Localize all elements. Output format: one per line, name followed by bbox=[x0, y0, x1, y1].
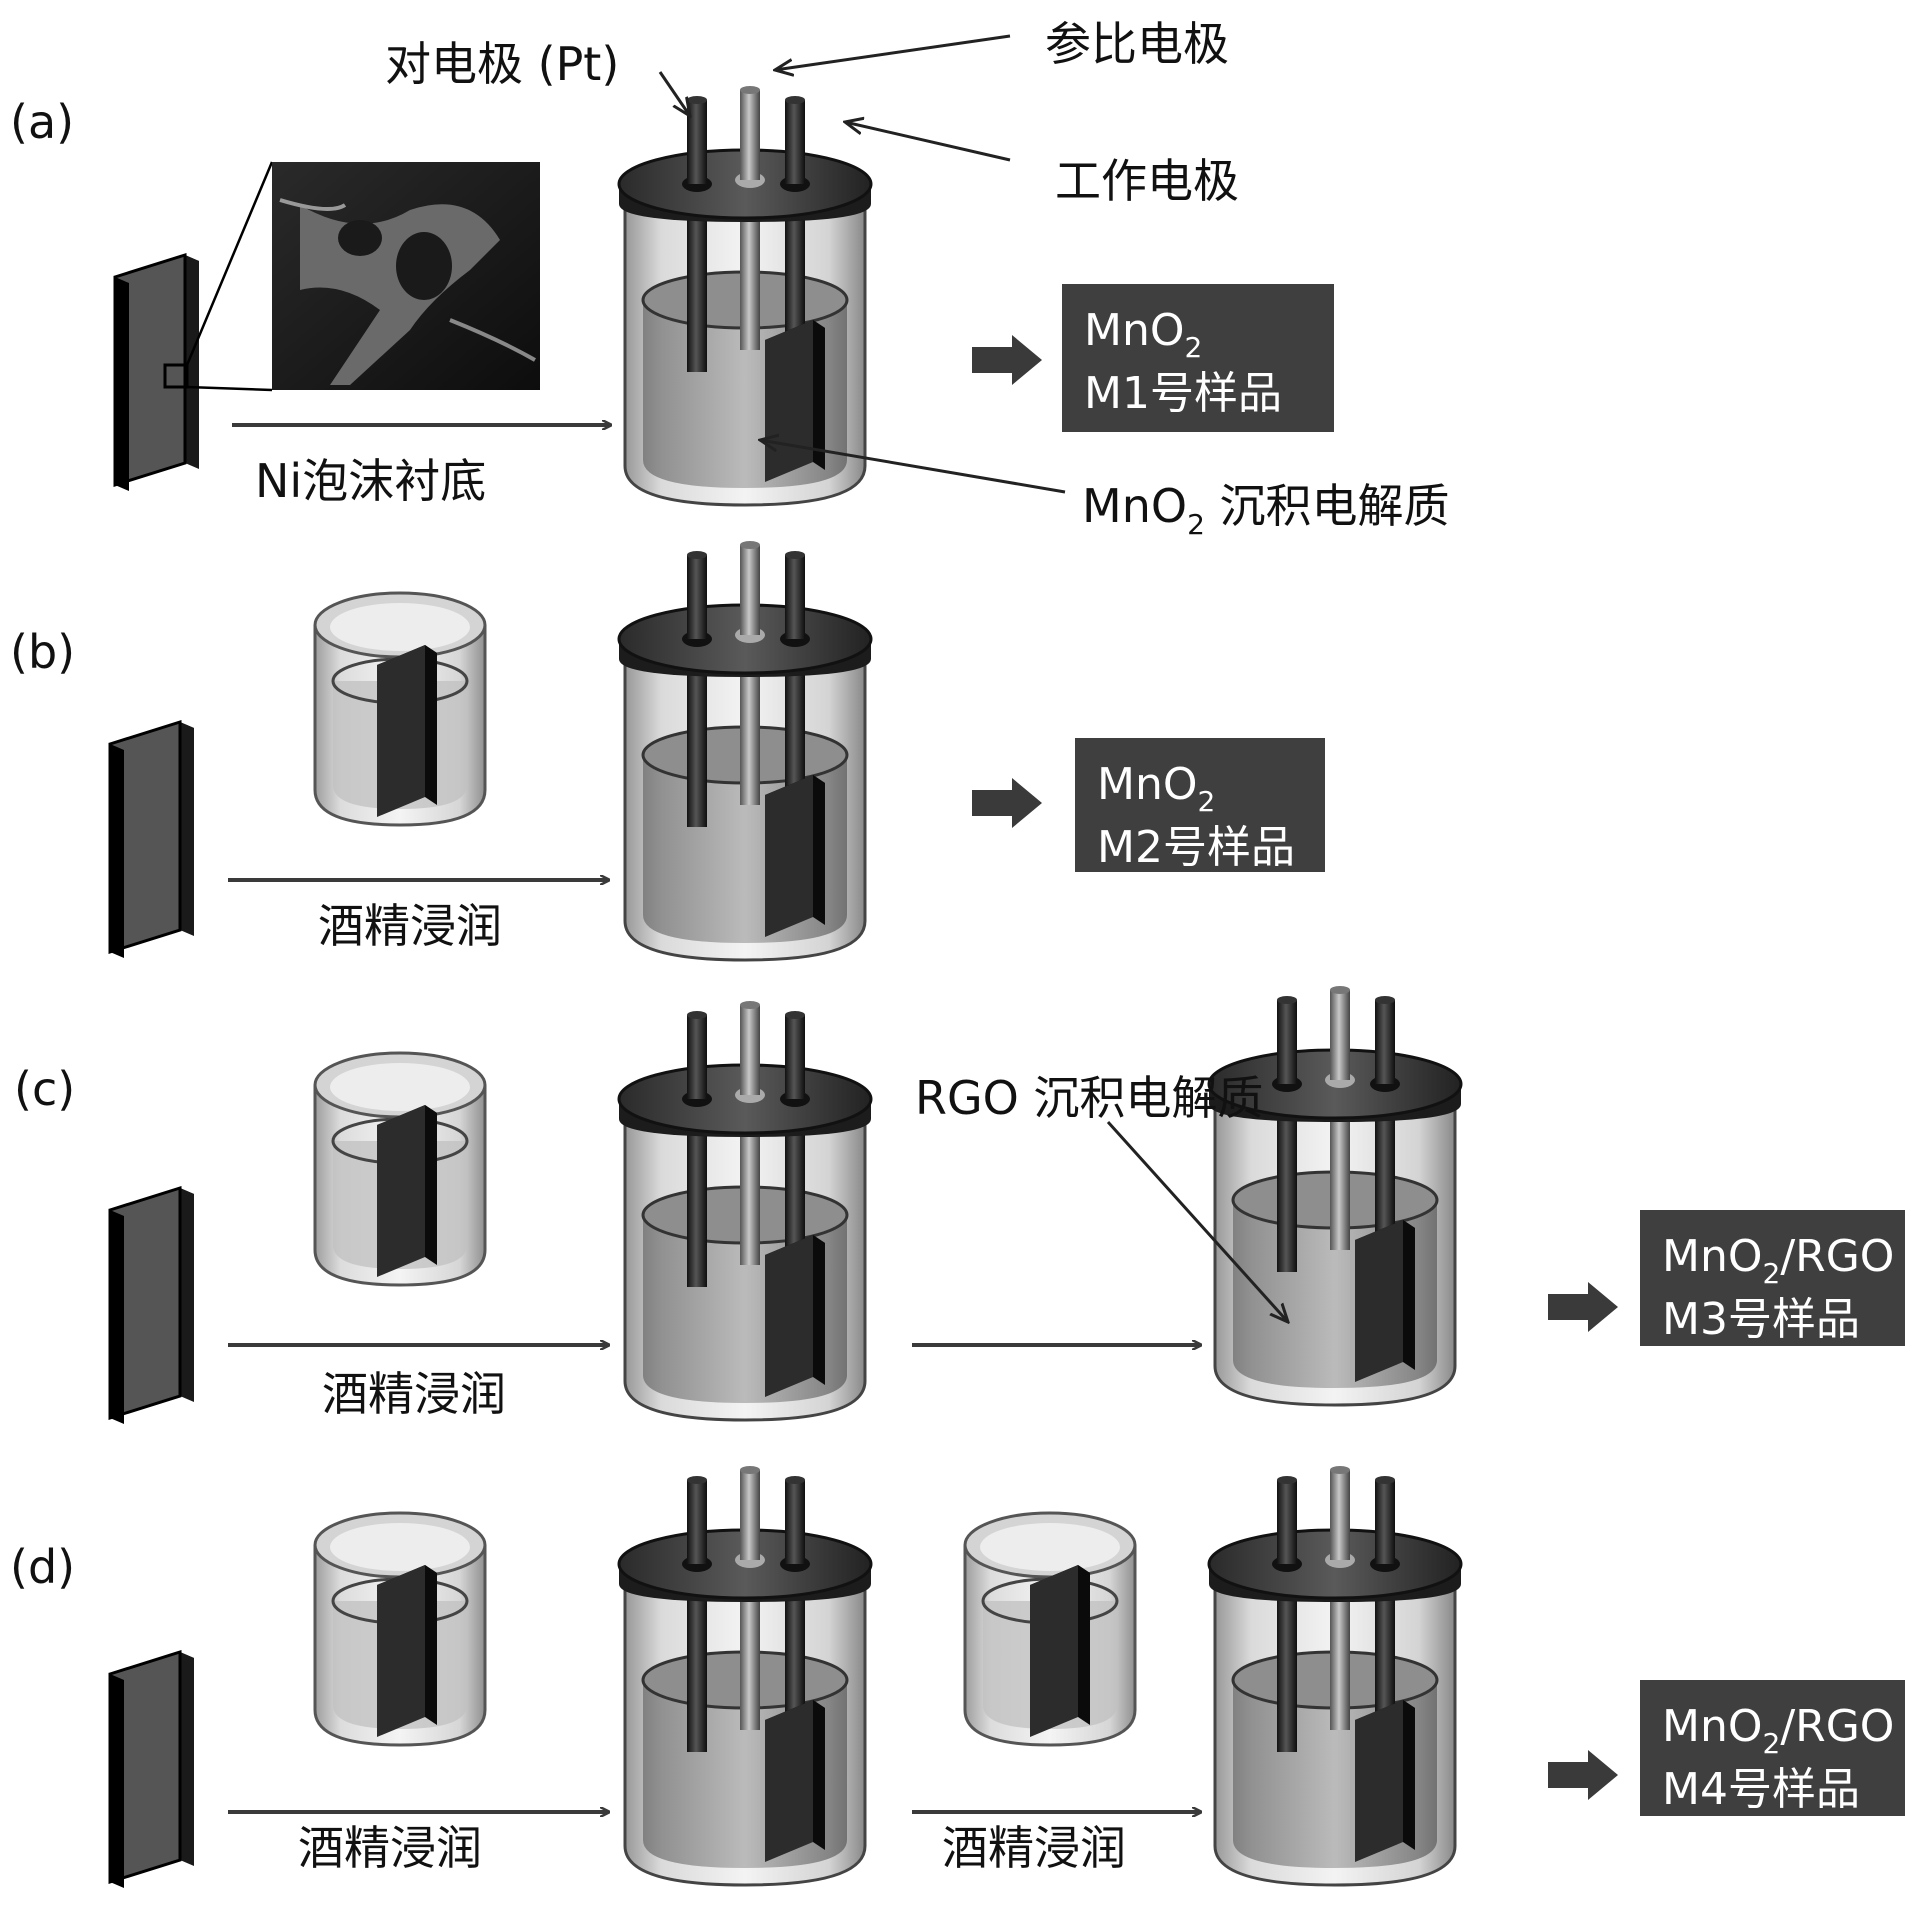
result-box-m1: MnO2 M1号样品 bbox=[1062, 284, 1334, 432]
row-b-illustration bbox=[108, 539, 1042, 962]
mno2-electrolyte-label: MnO2 沉积电解质 bbox=[1082, 479, 1450, 541]
result-m2-line1: MnO2 bbox=[1097, 759, 1216, 818]
result-box-m4: MnO2/RGO M4号样品 bbox=[1640, 1680, 1905, 1816]
alcohol-caption-b: 酒精浸润 bbox=[318, 899, 502, 953]
row-c-illustration bbox=[108, 984, 1618, 1426]
result-m1-line2: M1号样品 bbox=[1084, 368, 1282, 419]
row-a-illustration bbox=[113, 34, 1066, 507]
panel-label-b: (b) bbox=[10, 625, 76, 679]
counter-electrode-label: 对电极 (Pt) bbox=[385, 37, 620, 91]
alcohol-caption-d1: 酒精浸润 bbox=[298, 1821, 482, 1875]
panel-label-d: (d) bbox=[10, 1540, 76, 1594]
reference-electrode-label: 参比电极 bbox=[1045, 17, 1229, 71]
result-m3-line1: MnO2/RGO bbox=[1662, 1231, 1895, 1290]
row-d-illustration bbox=[108, 1464, 1618, 1890]
rgo-electrolyte-label: RGO 沉积电解质 bbox=[915, 1071, 1264, 1125]
result-box-m3: MnO2/RGO M3号样品 bbox=[1640, 1210, 1905, 1346]
result-m3-line2: M3号样品 bbox=[1662, 1294, 1860, 1345]
result-m1-line1: MnO2 bbox=[1084, 305, 1203, 364]
panel-label-a: (a) bbox=[10, 95, 75, 149]
result-m4-line1: MnO2/RGO bbox=[1662, 1701, 1895, 1760]
alcohol-caption-d2: 酒精浸润 bbox=[942, 1821, 1126, 1875]
working-electrode-label: 工作电极 bbox=[1055, 154, 1239, 208]
panel-label-c: (c) bbox=[14, 1062, 76, 1116]
result-m4-line2: M4号样品 bbox=[1662, 1764, 1860, 1815]
alcohol-caption-c: 酒精浸润 bbox=[322, 1367, 506, 1421]
result-m2-line2: M2号样品 bbox=[1097, 822, 1295, 873]
ni-foam-caption: Ni泡沫衬底 bbox=[255, 454, 487, 508]
result-box-m2: MnO2 M2号样品 bbox=[1075, 738, 1325, 873]
